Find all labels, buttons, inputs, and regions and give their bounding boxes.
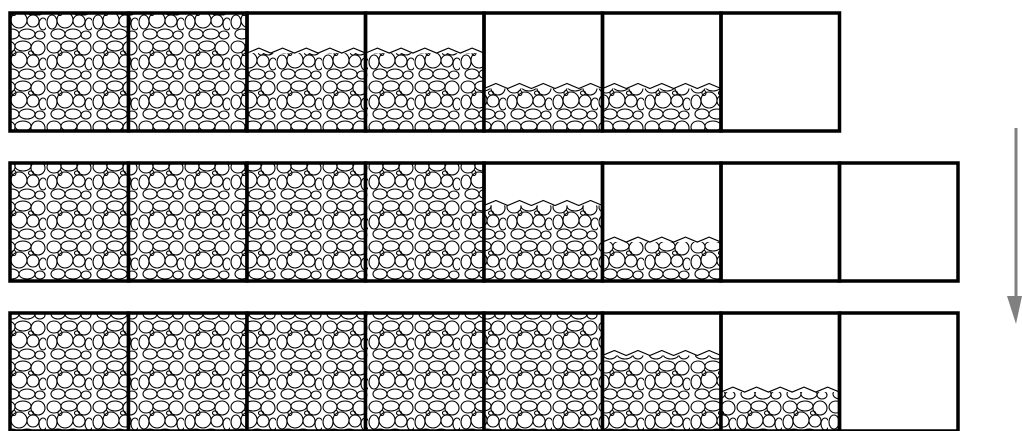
box-3-1 bbox=[10, 313, 129, 431]
fill-surface bbox=[484, 84, 603, 89]
pebble-fill bbox=[129, 163, 248, 281]
box-3-6 bbox=[603, 313, 722, 431]
box-3-4 bbox=[366, 313, 485, 431]
box-2-4 bbox=[366, 163, 485, 281]
pebble-fill bbox=[247, 313, 366, 431]
box-2-1 bbox=[10, 163, 129, 281]
pebble-fill bbox=[366, 53, 485, 131]
pebble-fill bbox=[721, 392, 840, 431]
box-3-7 bbox=[721, 313, 840, 431]
box-2-3 bbox=[247, 163, 366, 281]
box-2-7 bbox=[721, 163, 840, 281]
box-2-5 bbox=[484, 163, 603, 281]
pebble-fill bbox=[366, 163, 485, 281]
pebble-fill bbox=[603, 89, 722, 131]
box-outline bbox=[840, 163, 959, 281]
pebble-fill bbox=[247, 53, 366, 131]
box-3-5 bbox=[484, 313, 603, 431]
box-1-4 bbox=[366, 13, 485, 131]
box-1-1 bbox=[10, 13, 129, 131]
box-1-7 bbox=[721, 13, 840, 131]
box-1-3 bbox=[247, 13, 366, 131]
box-row-2 bbox=[10, 163, 958, 281]
box-row-3 bbox=[10, 313, 958, 431]
box-1-2 bbox=[129, 13, 248, 131]
pebble-fill bbox=[366, 313, 485, 431]
pebble-fill bbox=[484, 313, 603, 431]
fill-surface bbox=[721, 387, 840, 392]
fill-surface bbox=[603, 237, 722, 242]
fill-surface bbox=[603, 351, 722, 356]
arrow-down-icon bbox=[1007, 128, 1022, 324]
box-3-8 bbox=[840, 313, 959, 431]
pebble-fill bbox=[603, 242, 722, 281]
pebble-fill bbox=[129, 13, 248, 131]
fill-surface bbox=[603, 84, 722, 89]
pebble-fill bbox=[10, 13, 129, 131]
pebble-fill bbox=[484, 205, 603, 281]
fill-surface bbox=[366, 48, 485, 53]
pebble-fill bbox=[603, 355, 722, 431]
fill-surface bbox=[484, 201, 603, 206]
box-1-6 bbox=[603, 13, 722, 131]
pebble-fill bbox=[484, 89, 603, 131]
box-3-2 bbox=[129, 313, 248, 431]
box-2-2 bbox=[129, 163, 248, 281]
box-row-1 bbox=[10, 13, 840, 131]
box-2-6 bbox=[603, 163, 722, 281]
pebble-fill bbox=[129, 313, 248, 431]
pebble-fill bbox=[10, 163, 129, 281]
box-3-3 bbox=[247, 313, 366, 431]
fill-surface bbox=[247, 48, 366, 53]
box-outline bbox=[721, 163, 840, 281]
box-2-8 bbox=[840, 163, 959, 281]
pebble-fill bbox=[247, 163, 366, 281]
box-outline bbox=[721, 13, 840, 131]
box-1-5 bbox=[484, 13, 603, 131]
pebble-fill bbox=[10, 313, 129, 431]
box-outline bbox=[840, 313, 959, 431]
